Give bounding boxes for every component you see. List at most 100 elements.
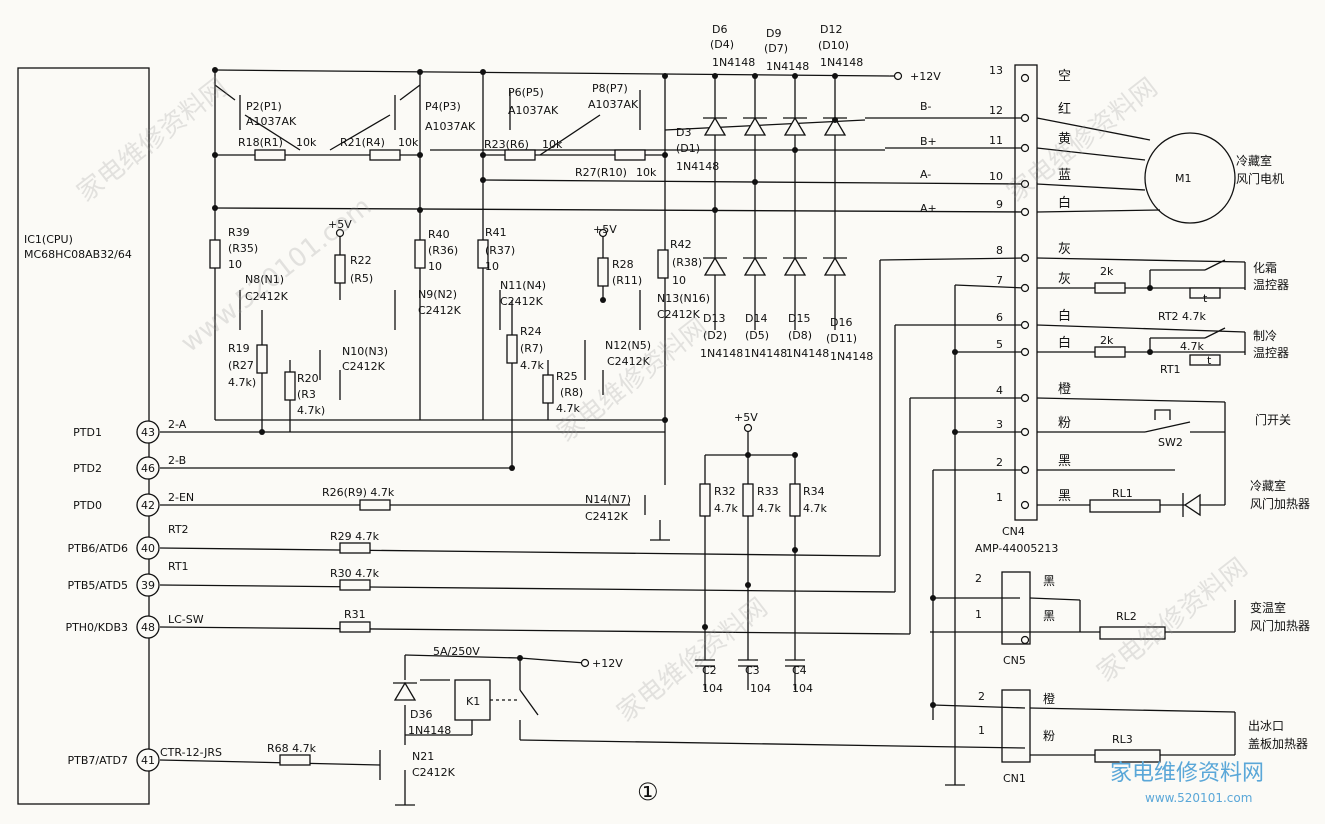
r22-b: (R5) (350, 272, 373, 285)
cn4-pin-color-9: 白 (1058, 195, 1071, 211)
rt1-t: t (1207, 354, 1212, 367)
d9-ref: D9 (766, 27, 781, 40)
cn1-body (1001, 689, 1031, 763)
pin-signal-3: RT2 (168, 523, 189, 536)
d15-ref: D15 (788, 312, 810, 325)
r18-ref: R18(R1) (238, 136, 283, 149)
d36-ref: D36 (410, 708, 432, 721)
r18-val: 10k (296, 136, 317, 149)
r21-val: 10k (398, 136, 419, 149)
motor-name: M1 (1175, 172, 1192, 185)
rail-12v (214, 69, 891, 77)
motor-label-1: 冷藏室 (1236, 153, 1272, 168)
cool-label-1: 制冷 (1253, 329, 1277, 343)
cap-c2-val: 104 (702, 682, 723, 695)
rl1-desc-1: 冷藏室 (1250, 478, 1286, 493)
motor-m1 (1144, 132, 1236, 224)
r32-ref: R32 (714, 485, 736, 498)
p2-part: A1037AK (246, 115, 297, 128)
n10-part: C2412K (342, 360, 386, 373)
cn4-pin-num-12: 12 (989, 104, 1003, 117)
r40-val: 10 (428, 260, 442, 273)
pin-name-5: PTH0/KDB3 (65, 621, 128, 634)
logo-url: www.520101.com (1145, 791, 1252, 805)
cn4-terminal-12 (1020, 113, 1030, 123)
r42-ref: R42 (670, 238, 692, 251)
r20-val: 4.7k) (297, 404, 325, 417)
d13-b: (D2) (703, 329, 727, 342)
cn5-name: CN5 (1003, 654, 1026, 667)
label-5v-c: +5V (734, 411, 758, 424)
cn4-pin-num-9: 9 (996, 198, 1003, 211)
r31-label: R31 (344, 608, 366, 621)
cn4-pin-num-8: 8 (996, 244, 1003, 257)
d6-ref: D6 (712, 23, 727, 36)
pin-signal-6: CTR-12-JRS (160, 746, 222, 759)
cn4-terminal-9 (1020, 207, 1030, 217)
r23-ref: R23(R6) (484, 138, 529, 151)
n8-part: C2412K (245, 290, 289, 303)
label-12v-b: +12V (592, 657, 623, 670)
d3-ref: D3 (676, 126, 691, 139)
pin-name-1: PTD2 (73, 462, 102, 475)
rl3-desc-2: 盖板加热器 (1248, 737, 1308, 751)
cn4-pin-color-7: 灰 (1058, 272, 1071, 287)
d3-b: (D1) (676, 142, 700, 155)
cn4-pin-color-5: 白 (1058, 335, 1071, 351)
rl2-desc-2: 风门加热器 (1250, 618, 1310, 633)
d14-ref: D14 (745, 312, 767, 325)
r39-b: (R35) (228, 242, 258, 255)
defrost-label-1: 化霜 (1253, 261, 1277, 275)
r19-val: 4.7k) (228, 376, 256, 389)
r68-label: R68 4.7k (267, 742, 317, 755)
pin-name-2: PTD0 (73, 499, 102, 512)
r33-ref: R33 (757, 485, 779, 498)
cool-label-2: 温控器 (1253, 346, 1289, 360)
d16-val: 1N4148 (830, 350, 873, 363)
rt2-label: RT2 4.7k (1158, 310, 1207, 323)
r27-ref: R27(R10) (575, 166, 627, 179)
cn4-pin-color-8: 灰 (1058, 242, 1071, 257)
cn4-body (1014, 64, 1038, 521)
r42-b: (R38) (672, 256, 702, 269)
d14-val: 1N4148 (744, 347, 787, 360)
cn4-pin-num-13: 13 (989, 64, 1003, 77)
cn5-pin1-color: 黑 (1043, 609, 1055, 623)
r32-val: 4.7k (714, 502, 738, 515)
r34-val: 4.7k (803, 502, 827, 515)
r26-label: R26(R9) 4.7k (322, 486, 395, 499)
d9-b: (D7) (764, 42, 788, 55)
ic-name: IC1(CPU) (24, 233, 73, 246)
d15-val: 1N4148 (786, 347, 829, 360)
pin-num-6: 41 (141, 754, 155, 767)
d6-b: (D4) (710, 38, 734, 51)
cap-c4-ref: C4 (792, 664, 807, 677)
door-label: 门开关 (1255, 412, 1291, 427)
cn4-pin-num-1: 1 (996, 491, 1003, 504)
cn4-terminal-6 (1020, 320, 1030, 330)
n9-ref: N9(N2) (418, 288, 457, 301)
pin-num-5: 48 (141, 621, 155, 634)
cn4-name: CN4 (1002, 525, 1025, 538)
r40-b: (R36) (428, 244, 458, 257)
p4-ref: P4(P3) (425, 100, 461, 113)
cap-c3-val: 104 (750, 682, 771, 695)
relay-rating: 5A/250V (433, 645, 480, 658)
cn4-pin-color-3: 粉 (1058, 416, 1071, 431)
r39-val: 10 (228, 258, 242, 271)
pin-num-3: 40 (141, 542, 155, 555)
n13-part: C2412K (657, 308, 701, 321)
rl2-desc-1: 变温室 (1250, 600, 1286, 615)
r23-val: 10k (542, 138, 563, 151)
n10-ref: N10(N3) (342, 345, 388, 358)
r41-b: (R37) (485, 244, 515, 257)
r30-label: R30 4.7k (330, 567, 380, 580)
n14-part: C2412K (585, 510, 629, 523)
cn4-terminal-8 (1020, 253, 1030, 263)
n11-ref: N11(N4) (500, 279, 546, 292)
cn4-terminal-1 (1020, 500, 1030, 510)
cn4-terminal-10 (1020, 179, 1030, 189)
rt1-val: 4.7k (1180, 340, 1204, 353)
label-5v-a: +5V (328, 218, 352, 231)
